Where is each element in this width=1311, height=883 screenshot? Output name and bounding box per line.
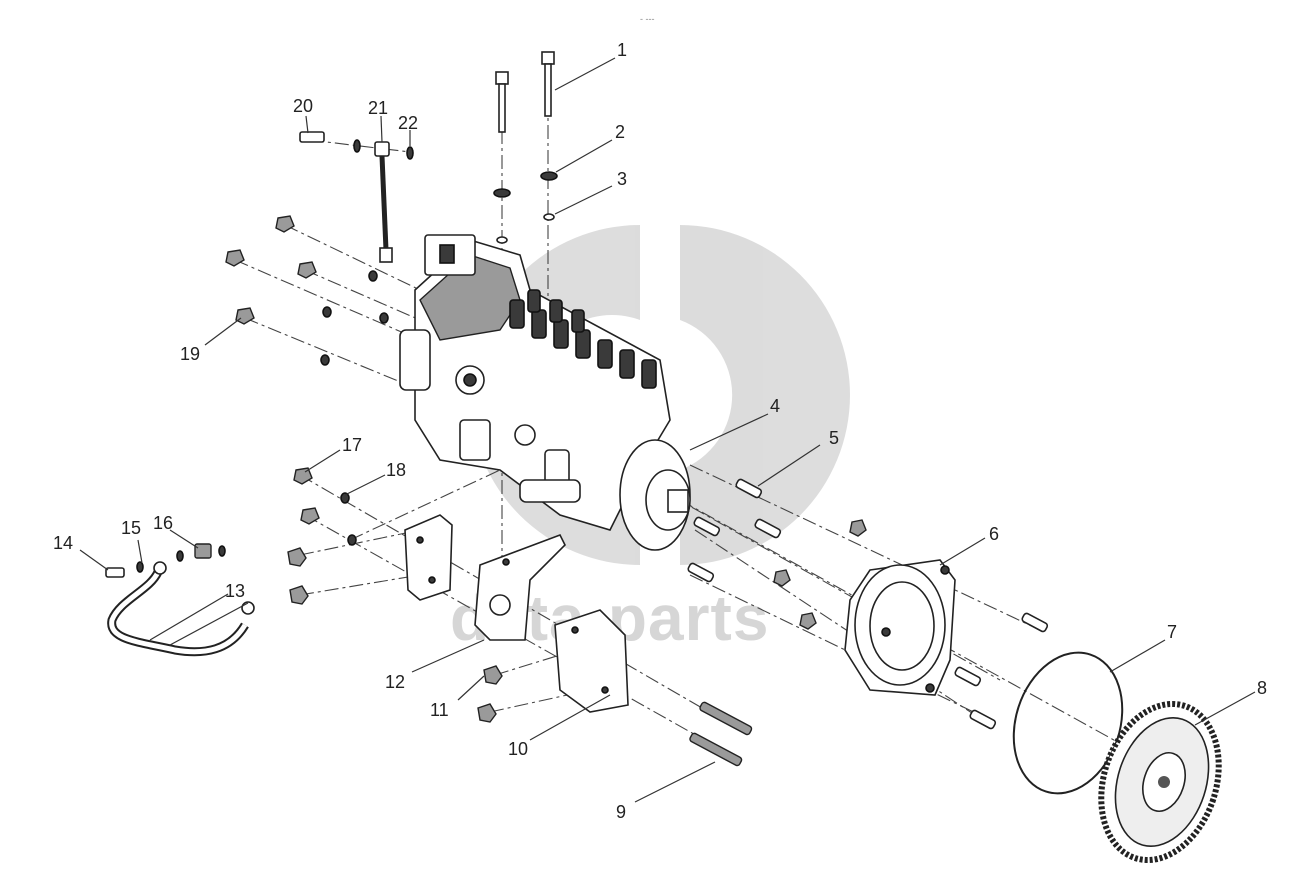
- oil-pipe-21: [374, 141, 393, 263]
- washer-2: [540, 171, 558, 181]
- delivery-valve-holders: [509, 289, 657, 389]
- support-bracket-12: [474, 533, 566, 641]
- washer-left-lower: [496, 236, 508, 244]
- nut-17: [293, 467, 313, 485]
- nut-17b: [300, 507, 320, 525]
- callout-17: 17: [342, 435, 362, 455]
- callout-8: 8: [1257, 678, 1267, 698]
- washer-3: [543, 213, 555, 221]
- callout-14: 14: [53, 533, 73, 553]
- assembly-axes: [234, 100, 1151, 761]
- leader-lines: [79, 57, 1256, 803]
- oil-pipe-13: [107, 561, 255, 657]
- banjo-bolt-14: [105, 567, 125, 578]
- callout-16: 16: [153, 513, 173, 533]
- seal-ring-22: [406, 146, 414, 160]
- callout-22: 22: [398, 113, 418, 133]
- callout-10: 10: [508, 739, 528, 759]
- top-mark: - ---: [640, 14, 655, 24]
- callout-5: 5: [829, 428, 839, 448]
- banjo-bolt-20: [299, 131, 325, 143]
- callout-labels: 1 2 3 4 5 6 7 8 9 10 11 12 13 14 15 16 1…: [53, 40, 1267, 822]
- seal-ring-16: [218, 545, 226, 557]
- washer-18: [340, 492, 350, 504]
- callout-6: 6: [989, 524, 999, 544]
- callout-11: 11: [430, 700, 449, 720]
- bolt-long-left: [495, 71, 509, 133]
- callout-3: 3: [617, 169, 627, 189]
- callout-2: 2: [615, 122, 625, 142]
- callout-9: 9: [616, 802, 626, 822]
- fitting-16: [194, 543, 212, 559]
- callout-12: 12: [385, 672, 405, 692]
- callout-15: 15: [121, 518, 141, 538]
- callout-20: 20: [293, 96, 313, 116]
- callout-7: 7: [1167, 622, 1177, 642]
- bracket-10: [554, 609, 629, 713]
- bolts-9: [689, 701, 753, 767]
- drive-gear-8: [1098, 700, 1222, 864]
- seal-ring-15b: [176, 550, 184, 562]
- gear-housing-6: [844, 559, 956, 696]
- injection-pump: [399, 234, 691, 551]
- seal-ring-15a: [136, 561, 144, 573]
- callout-1: 1: [617, 40, 627, 60]
- bracket-left: [404, 514, 453, 601]
- nut-group-left: [225, 215, 389, 366]
- washer-left-upper: [493, 188, 511, 198]
- callout-21: 21: [368, 98, 388, 118]
- studs-5: [687, 478, 1049, 730]
- washer-18b: [347, 534, 357, 546]
- callout-4: 4: [770, 396, 780, 416]
- callout-18: 18: [386, 460, 406, 480]
- callout-13: 13: [225, 581, 245, 601]
- bolt-long-right: [541, 51, 555, 117]
- seal-ring-left: [353, 139, 361, 153]
- bolts-11: [287, 547, 503, 723]
- callout-19: 19: [180, 344, 200, 364]
